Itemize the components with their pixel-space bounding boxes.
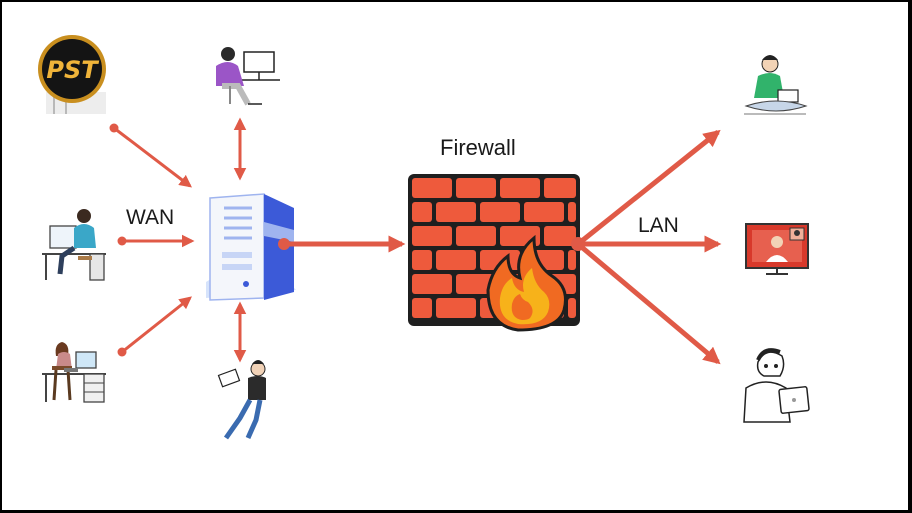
brick bbox=[412, 202, 432, 222]
wan-label: WAN bbox=[126, 206, 174, 229]
brick bbox=[524, 202, 564, 222]
brick bbox=[436, 250, 476, 270]
brick bbox=[456, 226, 496, 246]
pst-logo: PST bbox=[38, 35, 106, 114]
brick bbox=[500, 178, 540, 198]
brick bbox=[544, 178, 576, 198]
video-call-icon bbox=[745, 223, 809, 275]
person-at-desk-icon bbox=[42, 209, 106, 281]
person-with-laptop-icon bbox=[217, 360, 266, 440]
brick bbox=[412, 298, 432, 318]
brick bbox=[412, 274, 452, 294]
person-with-tablet-icon bbox=[743, 348, 810, 423]
brick bbox=[568, 202, 576, 222]
brick bbox=[456, 274, 496, 294]
brick bbox=[568, 250, 576, 270]
brick bbox=[480, 202, 520, 222]
brick bbox=[544, 226, 576, 246]
server-icon bbox=[206, 190, 296, 301]
brick bbox=[412, 250, 432, 270]
firewall-label: Firewall bbox=[440, 135, 516, 160]
person-with-laptop-green-icon bbox=[744, 55, 808, 115]
brick bbox=[436, 298, 476, 318]
lan-label: LAN bbox=[638, 214, 679, 237]
lan-arrows bbox=[571, 129, 722, 365]
brick bbox=[456, 178, 496, 198]
logo-text: PST bbox=[46, 56, 99, 84]
brick bbox=[568, 298, 576, 318]
brick bbox=[436, 202, 476, 222]
person-at-computer-icon bbox=[216, 47, 280, 106]
person-at-office-desk-icon bbox=[42, 342, 106, 403]
brick-wall-flame-icon bbox=[408, 174, 580, 332]
wan-arrows bbox=[109, 117, 406, 363]
brick bbox=[412, 226, 452, 246]
brick bbox=[412, 178, 452, 198]
